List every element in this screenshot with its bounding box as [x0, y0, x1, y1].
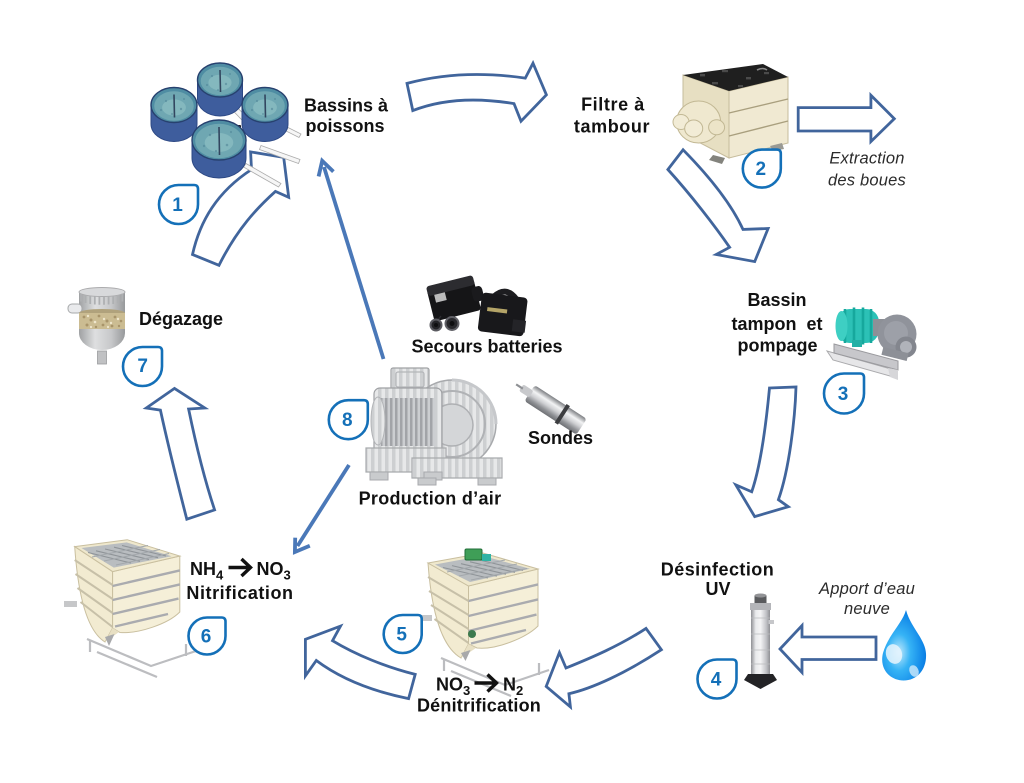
svg-text:Filtre à: Filtre à: [581, 95, 645, 115]
svg-text:UV: UV: [705, 579, 730, 599]
svg-text:8: 8: [342, 410, 353, 431]
svg-text:tampon et: tampon et: [731, 314, 822, 334]
svg-text:des boues: des boues: [828, 172, 906, 190]
svg-text:Sondes: Sondes: [528, 428, 593, 448]
svg-text:Extraction: Extraction: [829, 149, 904, 167]
svg-text:4: 4: [711, 670, 722, 691]
svg-text:Apport d’eau: Apport d’eau: [818, 580, 915, 598]
svg-text:1: 1: [172, 195, 183, 216]
svg-text:pompage: pompage: [737, 336, 817, 356]
svg-text:poissons: poissons: [305, 116, 384, 136]
svg-text:Bassins à: Bassins à: [304, 96, 389, 116]
svg-text:neuve: neuve: [844, 600, 890, 618]
svg-text:7: 7: [137, 356, 148, 377]
svg-text:NO3: NO3: [257, 559, 291, 583]
svg-text:Production d’air: Production d’air: [359, 489, 502, 509]
svg-text:6: 6: [201, 627, 212, 648]
svg-text:tambour: tambour: [574, 117, 650, 137]
svg-text:5: 5: [396, 625, 407, 646]
svg-text:Nitrification: Nitrification: [186, 583, 293, 603]
svg-text:Secours batteries: Secours batteries: [411, 337, 562, 357]
svg-text:3: 3: [838, 384, 849, 405]
svg-text:Désinfection: Désinfection: [661, 559, 774, 579]
svg-text:Dégazage: Dégazage: [139, 309, 223, 329]
svg-text:Bassin: Bassin: [747, 290, 806, 310]
svg-text:Dénitrification: Dénitrification: [417, 696, 541, 716]
svg-text:2: 2: [756, 159, 767, 180]
svg-text:NH4: NH4: [190, 559, 224, 583]
svg-text:NO3: NO3: [436, 675, 470, 699]
